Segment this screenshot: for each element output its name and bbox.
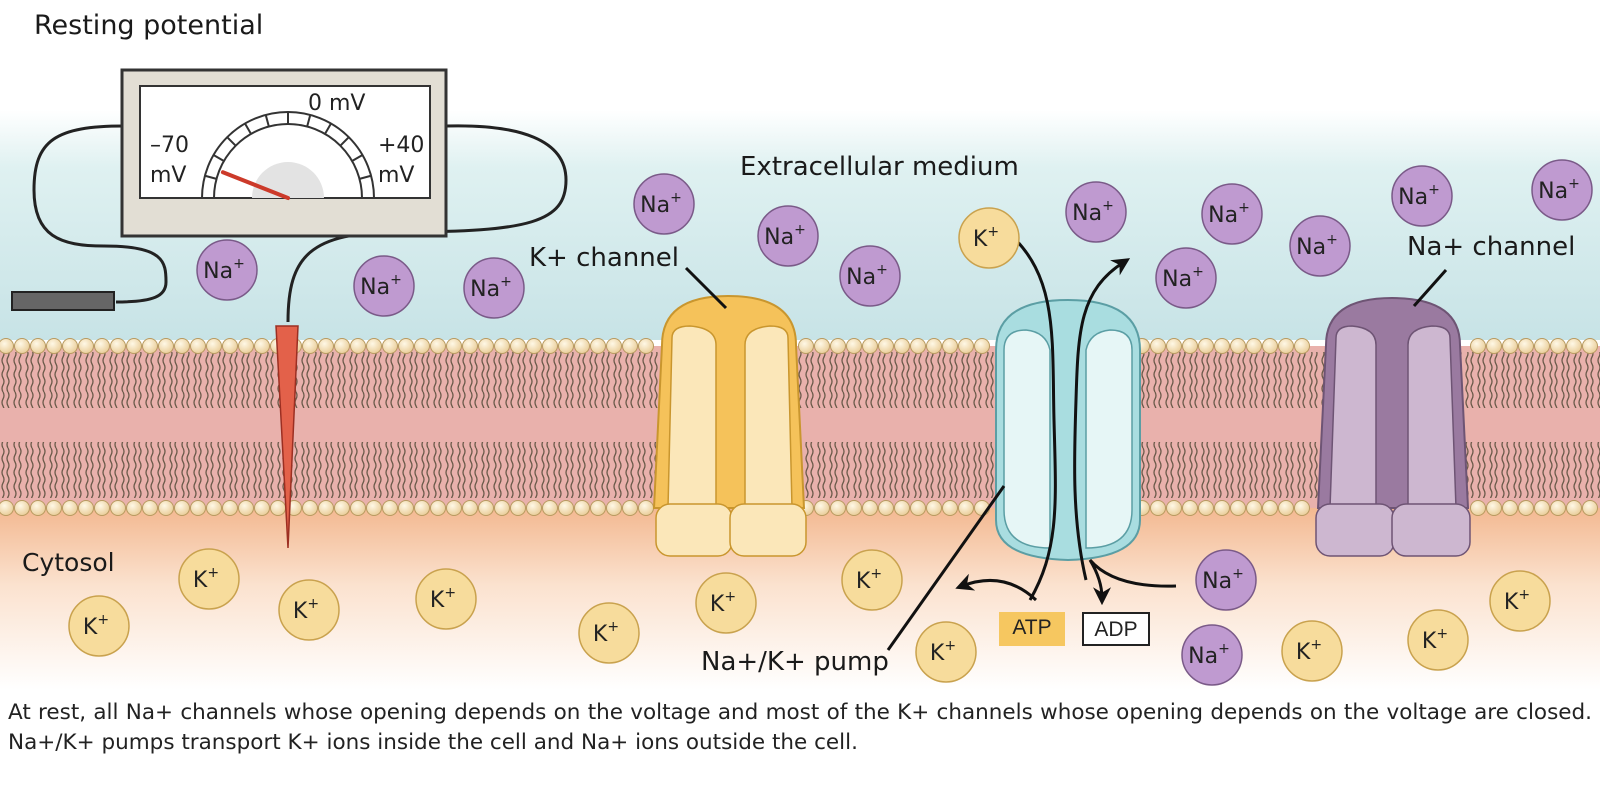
k-channel: [652, 294, 807, 557]
meter-right-unit: mV: [378, 163, 414, 188]
sodium-ion: Na+: [196, 239, 258, 301]
meter-left-unit: mV: [150, 163, 186, 188]
ions: Na+ Na+ Na+ Na+ Na+ Na+ Na+ Na+ Na+ Na+ Na+ Na+ Na+ N…: [68, 159, 1593, 686]
potassium-ion: K+: [695, 572, 757, 634]
sodium-ion: Na+: [757, 205, 819, 267]
potassium-ion: K+: [915, 621, 977, 683]
potassium-ion: K+: [1407, 609, 1469, 671]
na-k-pump: [955, 234, 1177, 606]
sodium-ion: Na+: [1391, 165, 1453, 227]
extracellular-label: Extracellular medium: [740, 152, 1019, 182]
sodium-ion: Na+: [839, 245, 901, 307]
cytosol-label: Cytosol: [22, 548, 115, 577]
sodium-ion: Na+: [1531, 159, 1593, 221]
meter-needle: [220, 170, 290, 200]
sodium-ion: Na+: [353, 255, 415, 317]
sodium-ion: Na+: [1289, 215, 1351, 277]
svg-text:K+: K+: [593, 619, 619, 647]
sodium-ion: Na+: [633, 173, 695, 235]
diagram-title: Resting potential: [34, 10, 264, 41]
pump-leader: [886, 485, 1006, 651]
k-channel-leader: [684, 266, 728, 310]
na-channel-label: Na+ channel: [1407, 232, 1576, 262]
potassium-ion: K+: [178, 548, 240, 610]
meter-right-value: +40: [378, 133, 424, 158]
atp-label: ATP: [999, 612, 1065, 646]
potassium-ion: K+: [68, 595, 130, 657]
meter-left-value: –70: [150, 133, 189, 158]
voltmeter: [11, 68, 568, 323]
svg-text:Na+: Na+: [1162, 264, 1204, 292]
potassium-ion: K+: [415, 568, 477, 630]
k-channel-label: K+ channel: [529, 243, 679, 273]
potassium-ion: K+: [1489, 570, 1551, 632]
potassium-ion: K+: [1281, 620, 1343, 682]
sodium-ion: Na+: [1065, 181, 1127, 243]
sodium-ion: Na+: [1181, 624, 1243, 686]
sodium-ion: Na+: [1201, 183, 1263, 245]
potassium-ion: K+: [841, 549, 903, 611]
potassium-ion: K+: [278, 579, 340, 641]
adp-label: ADP: [1082, 612, 1150, 646]
meter-center-label: 0 mV: [308, 91, 365, 116]
potassium-ion: K+: [958, 207, 1020, 269]
potassium-ion: K+: [578, 602, 640, 664]
electrode: [275, 325, 299, 549]
sodium-ion: Na+: [1155, 247, 1217, 309]
sodium-ion: Na+: [1195, 549, 1257, 611]
na-channel: [1315, 296, 1471, 557]
na-channel-leader: [1412, 269, 1448, 307]
caption: At rest, all Na+ channels whose opening …: [8, 700, 1592, 755]
sodium-ion: Na+: [463, 257, 525, 319]
pump-label: Na+/K+ pump: [701, 647, 889, 677]
